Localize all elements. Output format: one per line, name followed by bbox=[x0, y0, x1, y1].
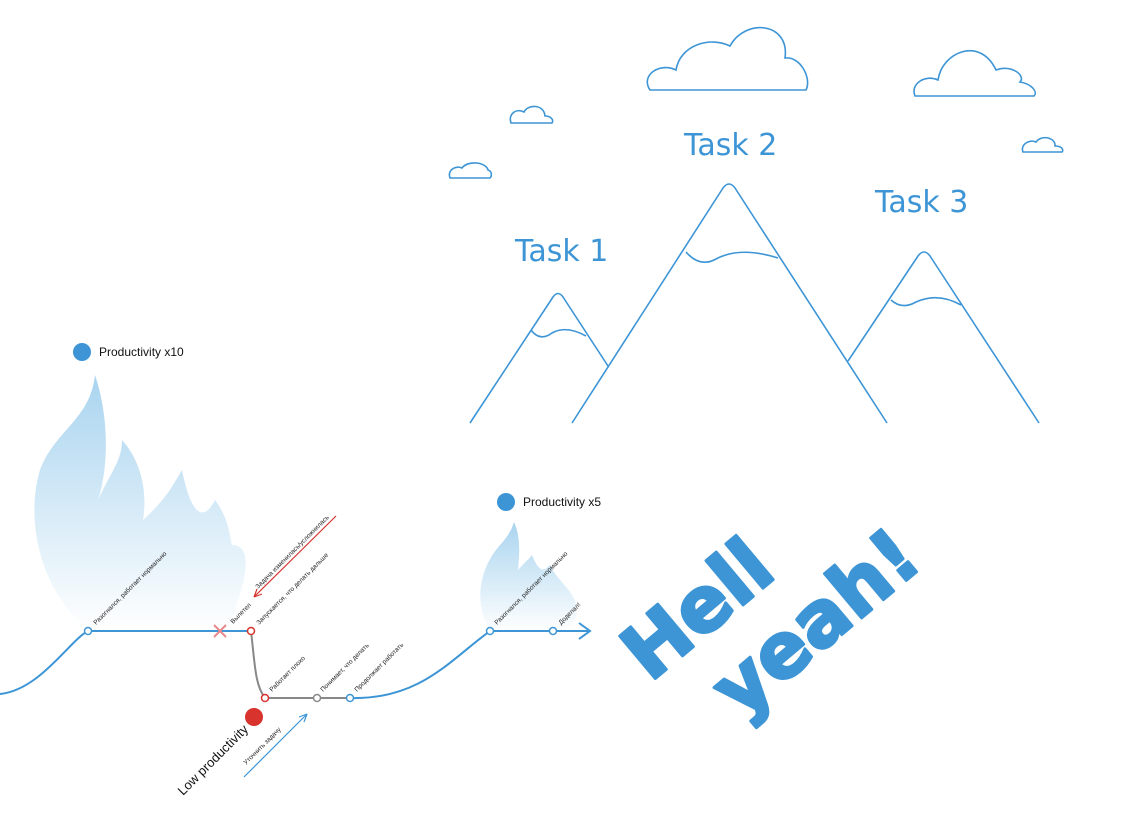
crash-x-icon bbox=[213, 624, 227, 638]
task-1-label: Task 1 bbox=[514, 234, 608, 269]
node-done bbox=[548, 626, 558, 636]
cloud-icon bbox=[448, 162, 493, 179]
cloud-icon bbox=[509, 105, 554, 124]
path-recover bbox=[349, 630, 590, 700]
clarify-arrow-line bbox=[243, 713, 308, 778]
mountain-snow-3 bbox=[890, 296, 962, 307]
mountain-snow-2 bbox=[685, 251, 779, 264]
clouds bbox=[448, 26, 1064, 179]
node-restart bbox=[246, 626, 256, 636]
productivity-low-dot bbox=[245, 708, 263, 726]
feedback-arrow-head-icon bbox=[253, 588, 263, 598]
productivity-high-label: Productivity x10 bbox=[99, 345, 184, 359]
node-continues bbox=[345, 693, 355, 703]
productivity-high-dot bbox=[73, 343, 91, 361]
node-understands bbox=[312, 693, 322, 703]
path-rise bbox=[0, 630, 89, 695]
flame-small bbox=[480, 522, 577, 632]
node-bad bbox=[260, 693, 270, 703]
cloud-icon bbox=[646, 26, 809, 91]
node-accelerated bbox=[83, 626, 93, 636]
arrow-head-icon bbox=[578, 622, 592, 640]
step-label: Запускается, что делать дальше bbox=[255, 552, 330, 627]
mountain-task-3 bbox=[847, 251, 1040, 424]
flame-large bbox=[34, 375, 246, 632]
feedback-arrow-line bbox=[253, 515, 337, 598]
task-2-label: Task 2 bbox=[683, 128, 777, 163]
cloud-icon bbox=[913, 50, 1036, 97]
mountain-task-1 bbox=[469, 292, 609, 424]
productivity-medium-label: Productivity x5 bbox=[523, 495, 601, 509]
clarify-arrow-head-icon bbox=[298, 713, 308, 723]
mountains bbox=[469, 183, 1040, 424]
step-label: Работает плохо bbox=[268, 654, 307, 693]
mountain-task-2 bbox=[571, 183, 888, 424]
task-3-label: Task 3 bbox=[874, 185, 968, 220]
step-label: Задача изменилась/усложнилась bbox=[254, 514, 331, 591]
node-accelerated-2 bbox=[485, 626, 495, 636]
path-drop bbox=[250, 630, 266, 699]
mountain-snow-1 bbox=[530, 328, 587, 338]
productivity-medium-dot bbox=[497, 493, 515, 511]
productivity-low-label: Low productivity bbox=[175, 721, 252, 798]
cloud-icon bbox=[1021, 136, 1064, 153]
